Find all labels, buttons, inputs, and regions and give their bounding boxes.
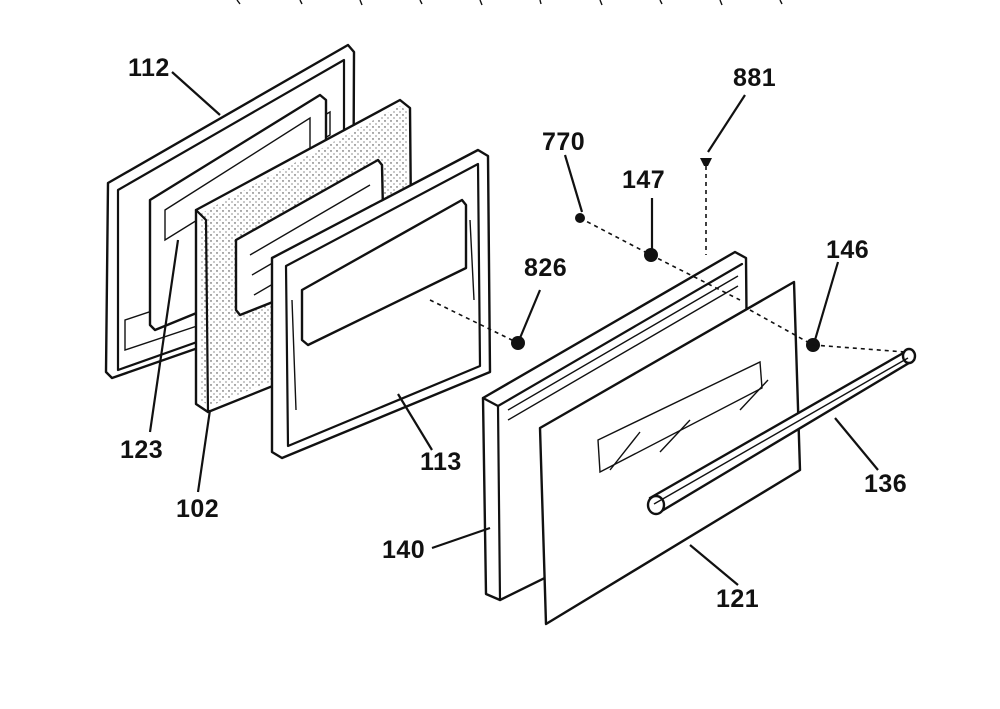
label-136: 136 — [864, 470, 907, 498]
label-881: 881 — [733, 64, 776, 92]
label-121: 121 — [716, 585, 759, 613]
leader-lines — [148, 71, 879, 586]
label-112: 112 — [128, 54, 170, 82]
part-113-front-panel — [270, 148, 492, 460]
part-121-glass-panel — [538, 280, 802, 626]
label-147: 147 — [622, 166, 665, 194]
alignment-lines — [429, 166, 906, 353]
part-136-handle — [646, 347, 917, 516]
label-146: 146 — [826, 236, 869, 264]
cropped-header-remnant — [236, 0, 783, 6]
screw-881 — [700, 158, 712, 166]
label-770: 770 — [542, 128, 585, 156]
part-labels: 112 123 102 113 826 770 147 881 146 136 … — [120, 54, 907, 613]
label-123: 123 — [120, 436, 163, 464]
label-102: 102 — [176, 495, 219, 523]
label-140: 140 — [382, 536, 425, 564]
label-826: 826 — [524, 254, 567, 282]
label-113: 113 — [420, 448, 462, 476]
